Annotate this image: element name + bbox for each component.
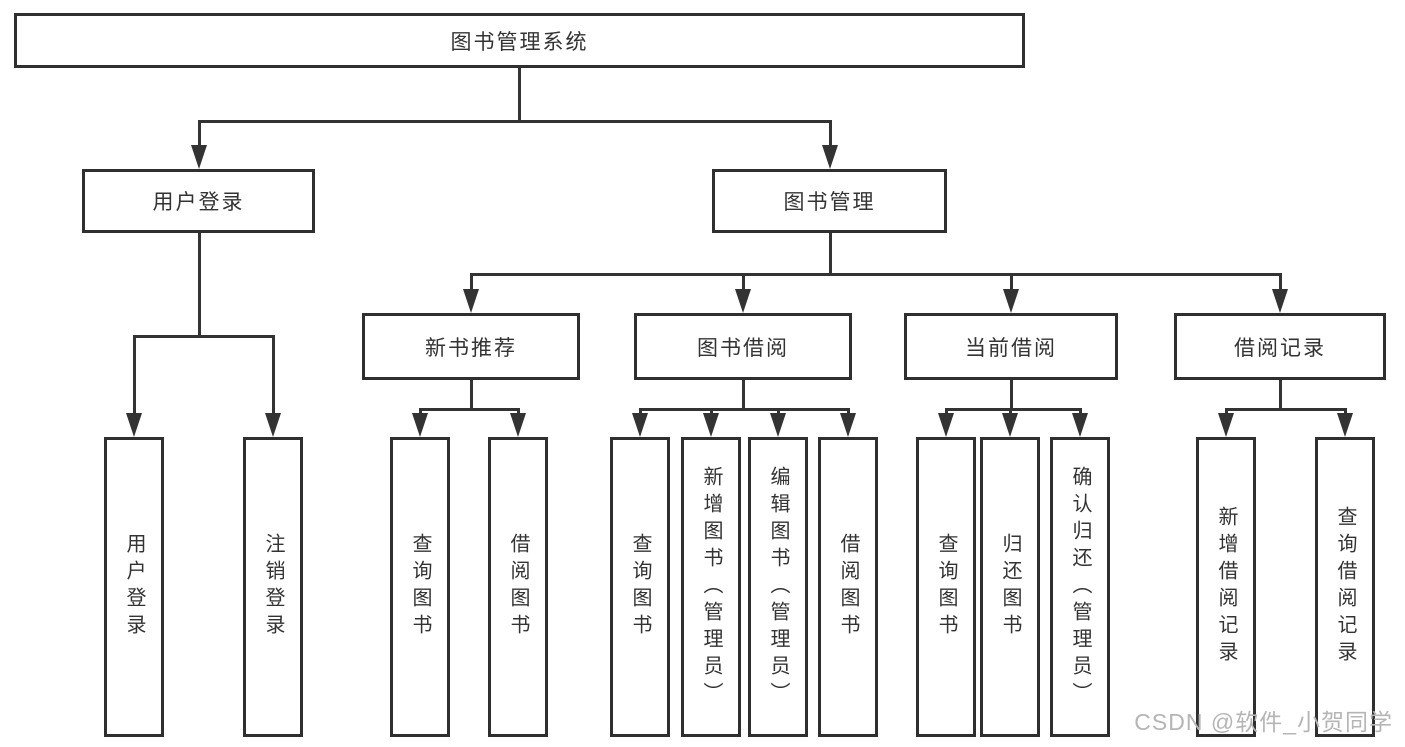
leaf-add-borrow-record: 新增借阅记录 [1196,437,1256,737]
arrow-down-icon [191,145,207,169]
arrow-down-icon [770,413,786,437]
leaf-label: 查询图书 [409,533,431,641]
leaf-label: 查询图书 [935,533,957,641]
node-book-borrowing: 图书借阅 [634,313,852,380]
connector-line [777,408,780,415]
arrow-down-icon [510,413,526,437]
leaf-label: 用户登录 [123,533,145,641]
leaf-label: 借阅图书 [837,533,859,641]
arrow-down-icon [1072,413,1088,437]
connector-line [272,335,275,415]
connector-line [742,380,745,411]
arrow-down-icon [1003,289,1019,313]
connector-line [419,408,520,411]
connector-line [1279,273,1282,291]
leaf-query-books-current: 查询图书 [916,437,976,737]
connector-line [1279,380,1282,411]
arrow-down-icon [126,413,142,437]
connector-line [742,273,745,291]
connector-line [198,120,201,147]
arrow-down-icon [1002,413,1018,437]
connector-line [639,408,642,415]
arrow-down-icon [703,413,719,437]
leaf-return-books: 归还图书 [980,437,1040,737]
leaf-label: 注销登录 [262,533,284,641]
node-book-management: 图书管理 [712,169,947,233]
leaf-user-login: 用户登录 [104,437,164,737]
node-current-borrowing: 当前借阅 [904,313,1118,380]
leaf-confirm-return-admin: 确认归还（管理员） [1050,437,1110,737]
node-label: 图书管理 [783,191,876,214]
connector-line [945,408,948,415]
leaf-label: 查询借阅记录 [1334,506,1356,668]
connector-line [1009,408,1012,415]
leaf-label: 新增借阅记录 [1215,506,1237,668]
leaf-label: 编辑图书（管理员） [767,465,789,709]
connector-line [198,233,201,338]
leaf-query-books-recommend: 查询图书 [390,437,450,737]
node-library-management-system: 图书管理系统 [14,13,1025,68]
node-user-login: 用户登录 [82,169,315,233]
connector-line [1010,380,1013,411]
connector-line [1010,273,1013,291]
node-label: 借阅记录 [1234,336,1326,360]
connector-line [198,120,832,123]
connector-line [133,335,275,338]
leaf-add-books-admin: 新增图书（管理员） [681,437,741,737]
leaf-borrow-books-recommend: 借阅图书 [488,437,548,737]
leaf-label: 新增图书（管理员） [700,465,722,709]
connector-line [1225,408,1347,411]
connector-line [945,408,1082,411]
connector-line [1079,408,1082,415]
connector-line [517,408,520,415]
node-label: 用户登录 [152,191,245,214]
node-label: 图书借阅 [697,336,789,360]
connector-line [470,273,1282,276]
leaf-edit-books-admin: 编辑图书（管理员） [748,437,808,737]
arrow-down-icon [735,289,751,313]
arrow-down-icon [938,413,954,437]
arrow-down-icon [632,413,648,437]
connector-line [419,408,422,415]
connector-line [1344,408,1347,415]
leaf-logout: 注销登录 [243,437,303,737]
leaf-label: 查询图书 [629,533,651,641]
arrow-down-icon [1218,413,1234,437]
arrow-down-icon [412,413,428,437]
connector-line [133,335,136,415]
arrow-down-icon [265,413,281,437]
csdn-watermark: CSDN @软件_小贺同学 [1134,709,1393,735]
connector-line [829,120,832,147]
leaf-borrow-books-borrowing: 借阅图书 [818,437,878,737]
node-label: 新书推荐 [425,336,517,360]
connector-line [639,408,850,411]
connector-line [710,408,713,415]
arrow-down-icon [822,145,838,169]
connector-line [470,380,473,411]
arrow-down-icon [463,289,479,313]
leaf-query-books-borrowing: 查询图书 [610,437,670,737]
connector-line [470,273,473,291]
arrow-down-icon [1337,413,1353,437]
arrow-down-icon [840,413,856,437]
node-borrowing-records: 借阅记录 [1174,313,1386,380]
arrow-down-icon [1272,289,1288,313]
node-label: 当前借阅 [965,336,1057,360]
connector-line [518,68,521,123]
node-label: 图书管理系统 [450,30,589,54]
leaf-query-borrow-record: 查询借阅记录 [1315,437,1375,737]
leaf-label: 归还图书 [999,533,1021,641]
leaf-label: 确认归还（管理员） [1069,465,1091,709]
connector-line [829,233,832,276]
leaf-label: 借阅图书 [507,533,529,641]
connector-line [1225,408,1228,415]
connector-line [847,408,850,415]
node-new-book-recommend: 新书推荐 [362,313,580,380]
